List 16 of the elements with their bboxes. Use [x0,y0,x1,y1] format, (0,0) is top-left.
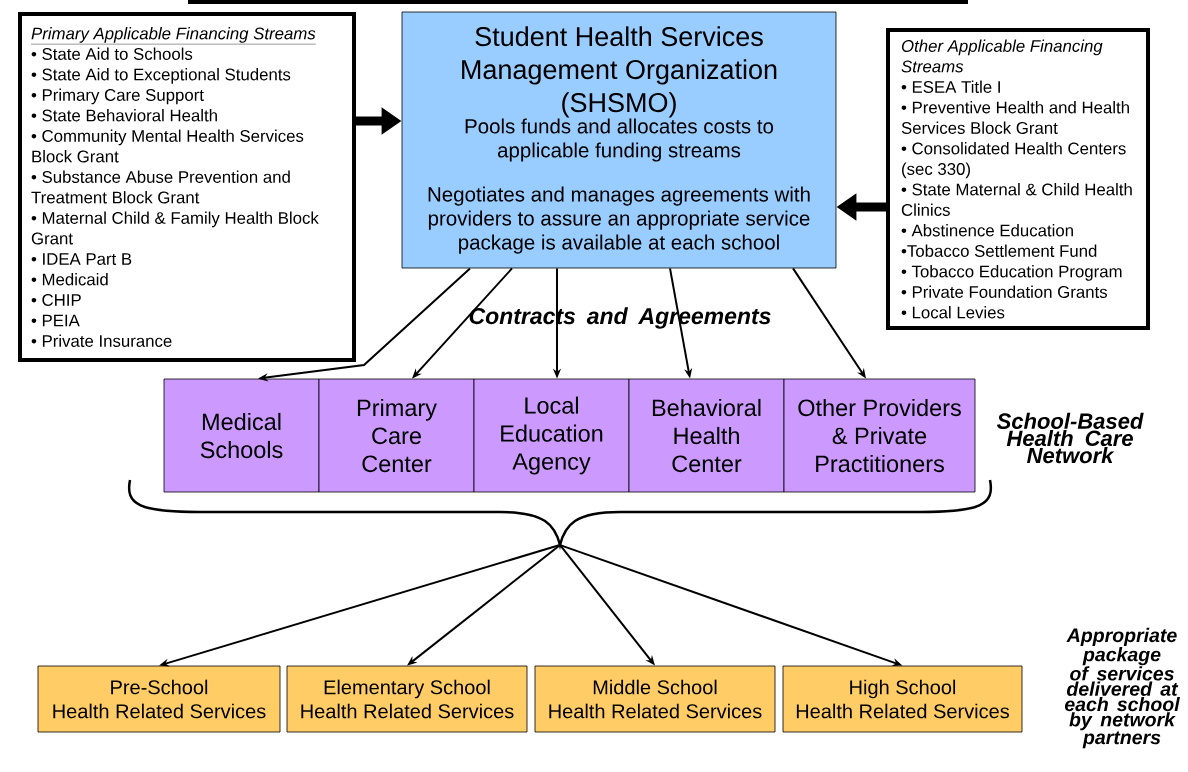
school-box: Elementary School Health Related Services [286,665,528,733]
school-box: Pre-School Health Related Services [37,665,281,733]
provider-box: Medical Schools [163,378,320,493]
provider-box: Primary Care Center [318,378,475,493]
brace [128,479,992,547]
arrow [407,544,561,666]
side-note: Appropriate package of services delivered at each school by network partners [1064,627,1180,749]
organization-box: Student Health Services Management Organization (SHSMO) Pools funds and allocates costs to applicable funding streams Negotiates and manages agreements with providers to assure an appropriate service package is available at each school [401,11,837,269]
school-box: High School Health Related Services [782,665,1023,733]
provider-box: Behavioral Health Center [628,378,785,493]
funding-list-box: Primary Applicable Financing Streams • State Aid to Schools • State Aid to Exceptional Students • Primary Care Support • State Behavioral Health • Community Mental Health Services Block Grant • Substance Abuse Prevention and Treatment Block Grant • Maternal Child & Family Health Block Grant • IDEA Part B • Medicaid • CHIP • PEIA • Private Insurance [18,12,356,362]
provider-box: Other Providers & Private Practitioners [783,378,976,493]
provider-box: Local Education Agency [473,378,630,493]
school-box: Middle School Health Related Services [534,665,776,733]
network-label: School-Based Health Care Network [996,412,1144,464]
funding-list-box: Other Applicable Financing Streams • ESEA Title I • Preventive Health and Health Services Block Grant • Consolidated Health Centers (sec 330) • State Maternal & Child Health Clinics • Abstinence Education •Tobacco Settlement Fund • Tobacco Education Program • Private Foundation Grants • Local Levies [886,28,1150,330]
